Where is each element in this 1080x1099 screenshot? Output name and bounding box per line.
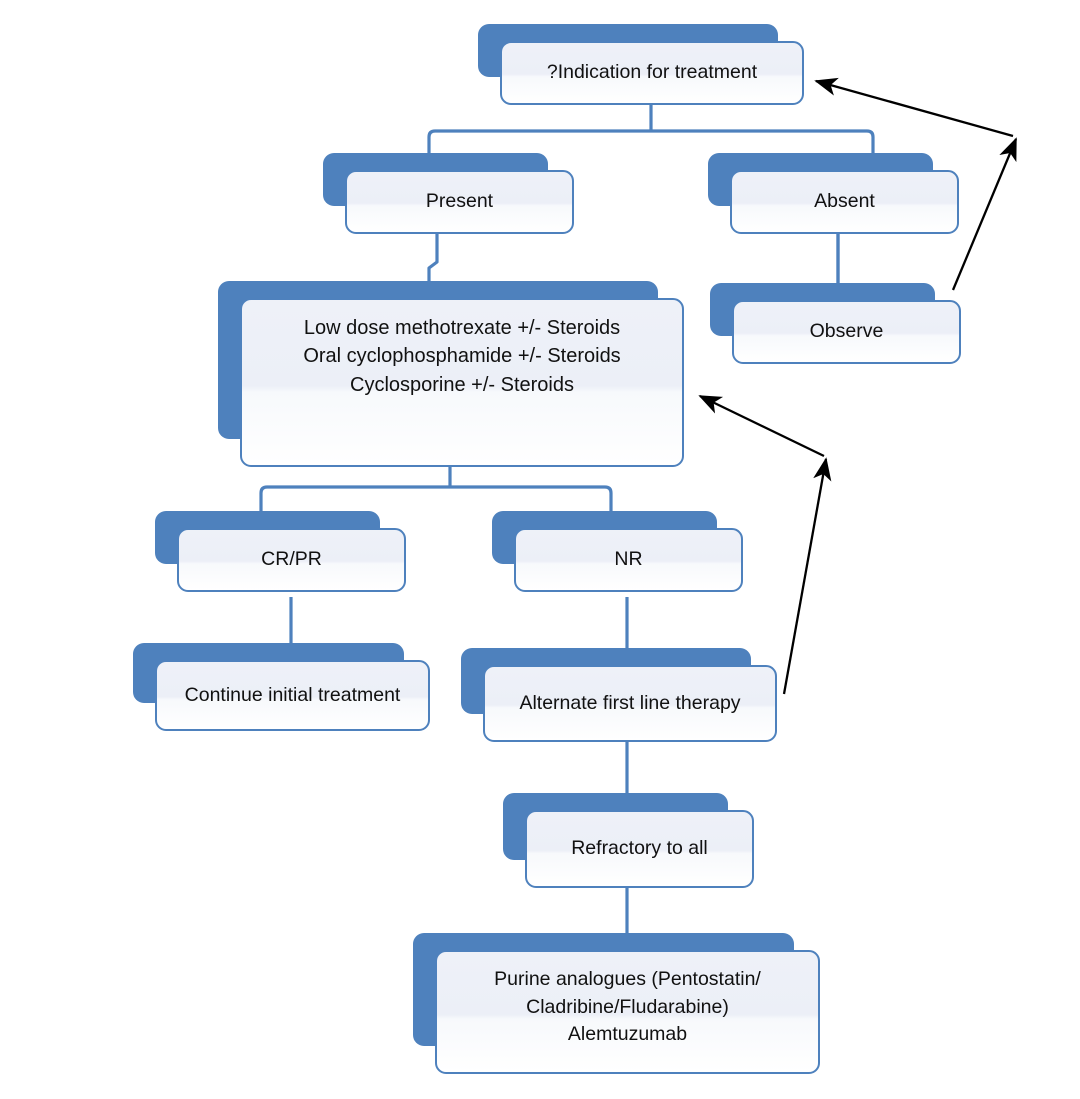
node-label: ?Indication for treatment <box>546 61 758 84</box>
node-nr[interactable]: NR <box>492 511 743 592</box>
node-alternate-first-line-therapy[interactable]: Alternate first line therapy <box>461 648 777 742</box>
node-refractory-to-all[interactable]: Refractory to all <box>503 793 754 888</box>
node-face: NR <box>514 528 743 592</box>
node-label: Present <box>425 190 494 213</box>
node-face: Low dose methotrexate +/- Steroids Oral … <box>240 298 684 467</box>
node-face: Continue initial treatment <box>155 660 430 731</box>
node-label: NR <box>614 548 643 571</box>
node-salvage-therapy[interactable]: Purine analogues (Pentostatin/ Cladribin… <box>413 933 820 1074</box>
node-first-line-therapy[interactable]: Low dose methotrexate +/- Steroids Oral … <box>218 281 684 467</box>
edge-alternate-to-firstline-arrow <box>698 394 825 458</box>
node-label: Purine analogues (Pentostatin/ Cladribin… <box>494 968 761 1046</box>
node-label: Continue initial treatment <box>184 683 401 706</box>
node-label: Refractory to all <box>571 837 708 860</box>
node-face: Refractory to all <box>525 810 754 888</box>
edge-observe-to-indication-arrow-lower <box>951 137 1018 291</box>
node-face: CR/PR <box>177 528 406 592</box>
node-label: CR/PR <box>261 548 322 571</box>
node-label: Alternate first line therapy <box>519 691 741 714</box>
edge-observe-to-indication-arrow <box>814 77 1014 138</box>
node-observe[interactable]: Observe <box>710 283 961 364</box>
node-face: Alternate first line therapy <box>483 665 777 742</box>
node-present[interactable]: Present <box>323 153 574 234</box>
node-label: Low dose methotrexate +/- Steroids Oral … <box>303 317 621 396</box>
node-label: Absent <box>814 190 875 213</box>
node-indication[interactable]: ?Indication for treatment <box>478 24 804 105</box>
node-absent[interactable]: Absent <box>708 153 959 234</box>
node-face: Absent <box>730 170 959 234</box>
node-face: Purine analogues (Pentostatin/ Cladribin… <box>435 950 820 1074</box>
edge-alternate-to-firstline-arrow-lower <box>782 457 832 695</box>
node-continue-initial-treatment[interactable]: Continue initial treatment <box>133 643 430 731</box>
node-cr-pr[interactable]: CR/PR <box>155 511 406 592</box>
node-face: Present <box>345 170 574 234</box>
node-label: Observe <box>809 320 884 343</box>
edge-indication-to-children <box>435 105 867 133</box>
node-face: Observe <box>732 300 961 364</box>
node-face: ?Indication for treatment <box>500 41 804 105</box>
